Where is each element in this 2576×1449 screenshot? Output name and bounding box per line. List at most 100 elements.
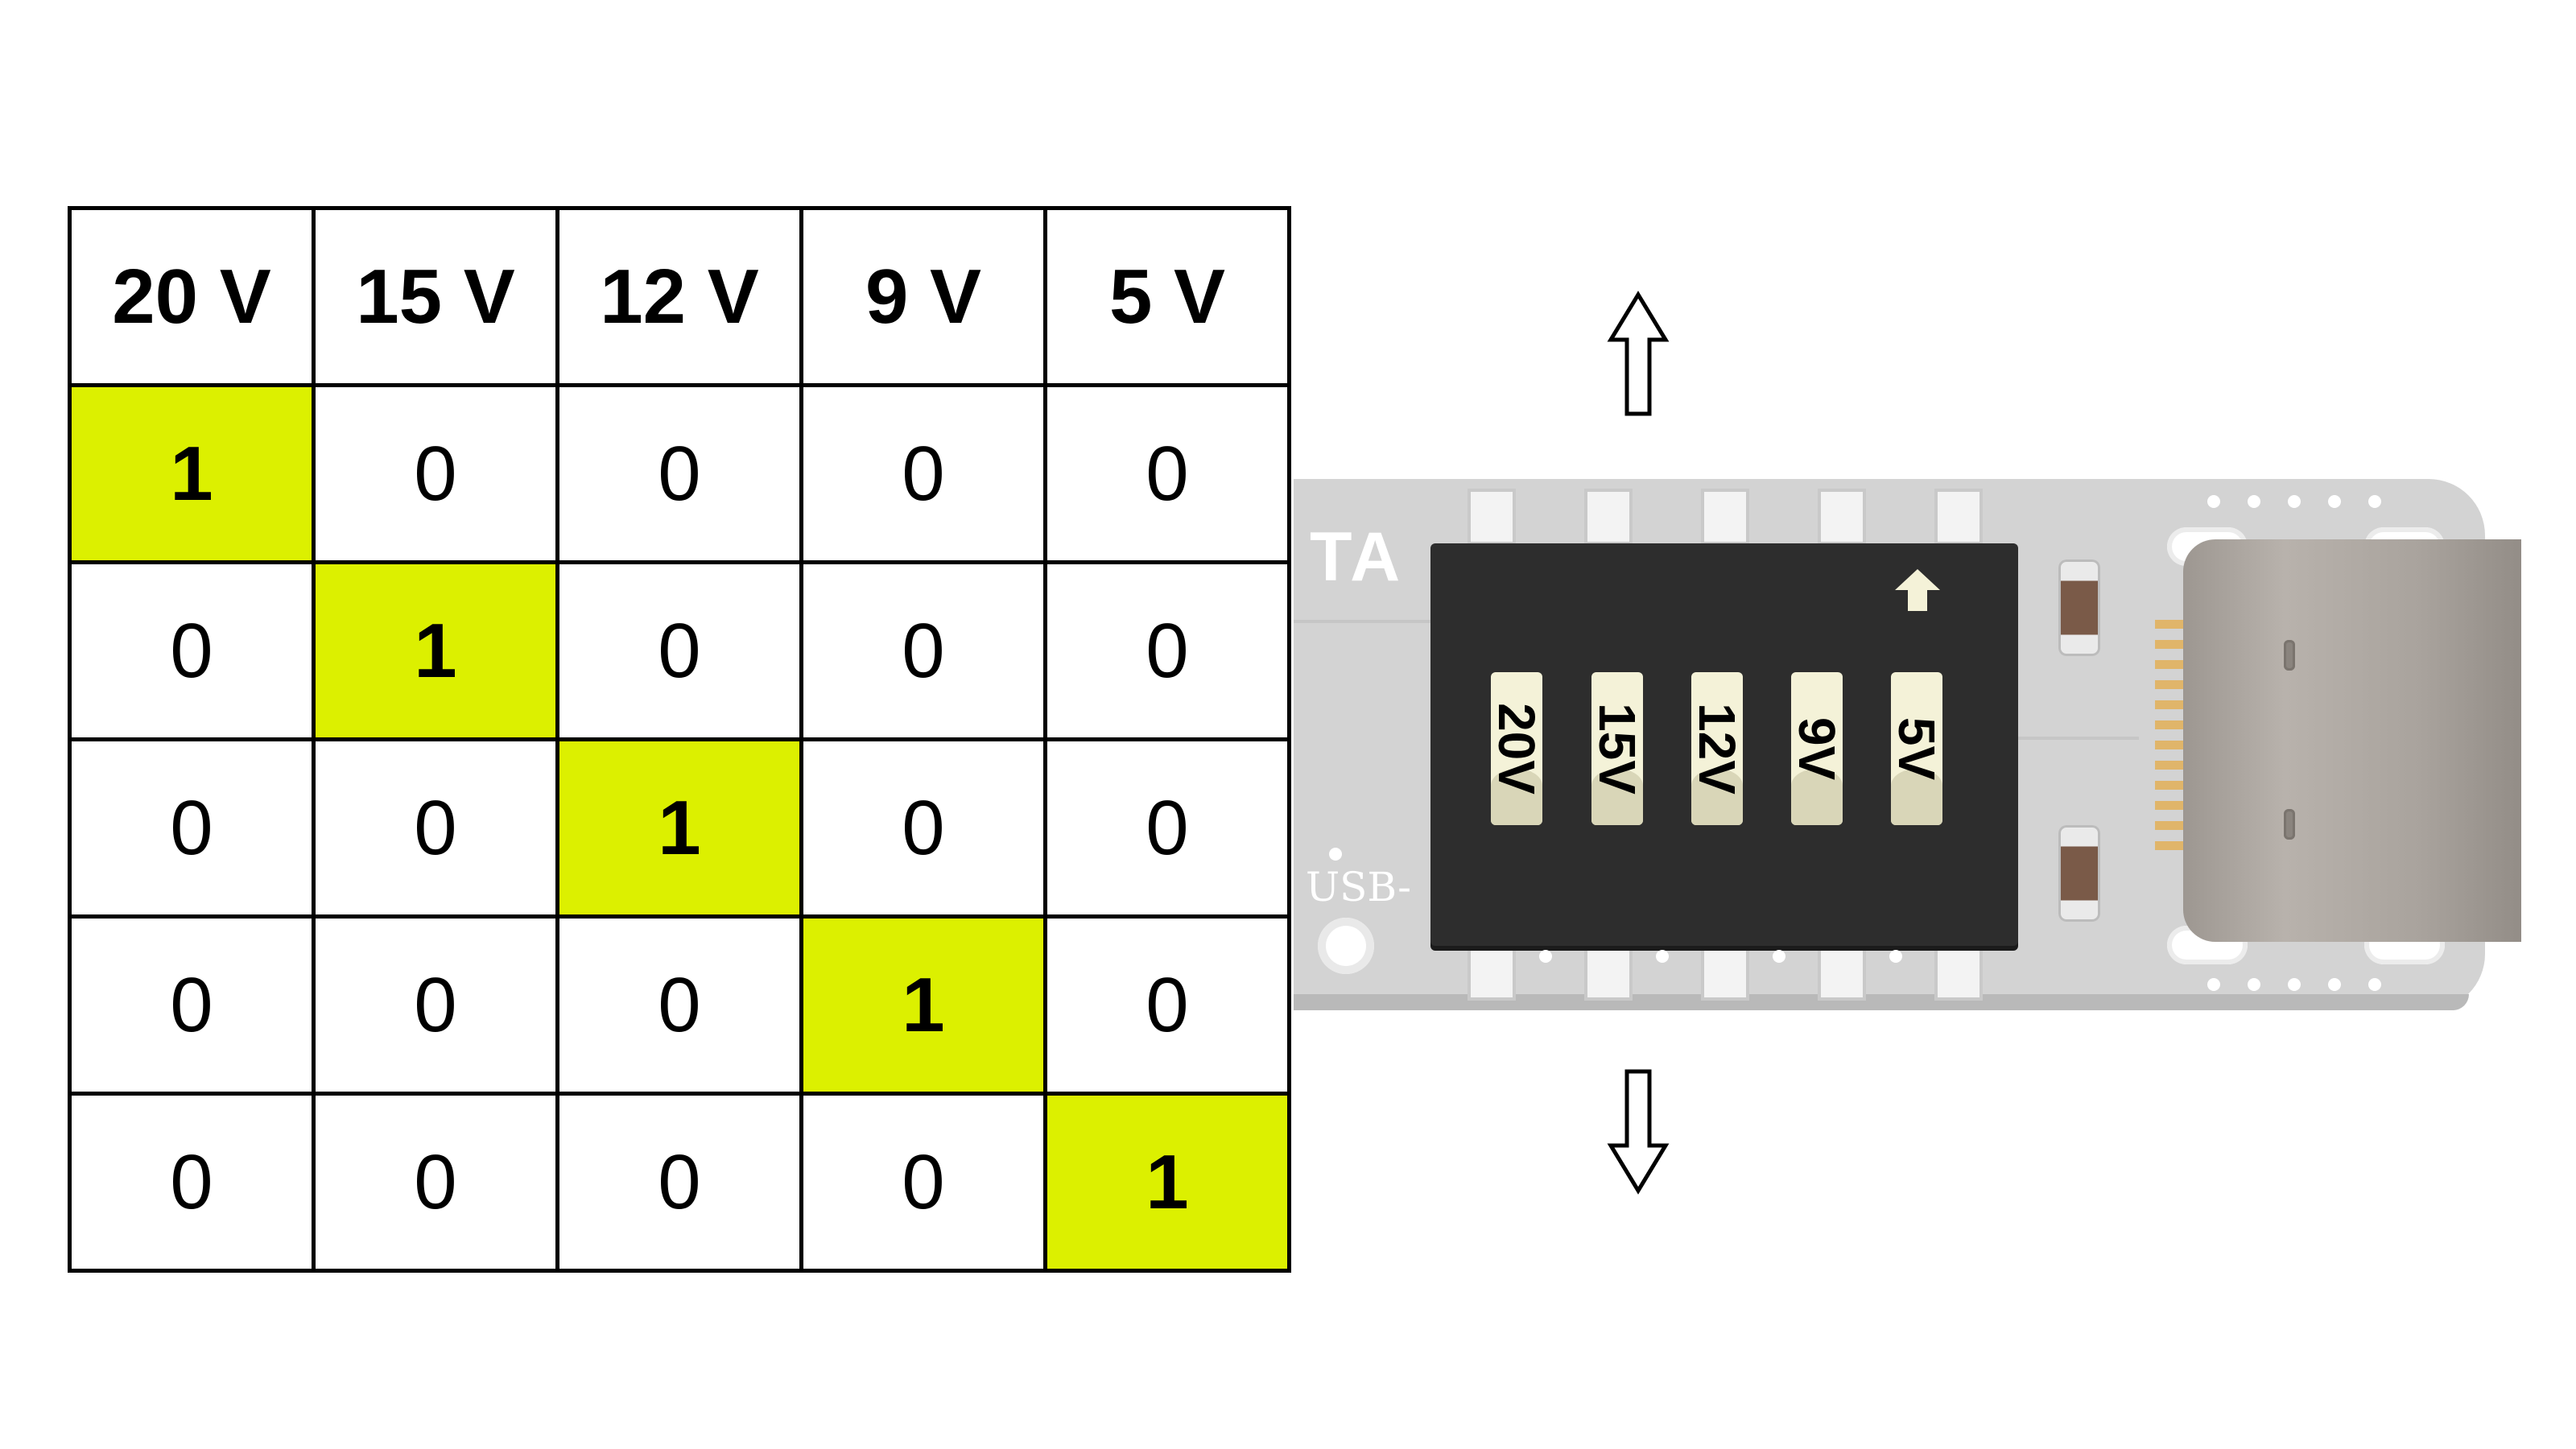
table-cell: 0 [555,560,803,741]
usb-c-pin [2155,700,2195,709]
table-cell: 1 [1043,1092,1291,1273]
via-hole [2248,978,2260,991]
dip-switch-label: 5V [1891,716,1942,781]
switch-shade [1691,769,1743,825]
header-9v: 9 V [799,206,1047,387]
dip-switch: 20V 15V 12V 9V 5V [1430,543,2018,946]
dip-pin [1701,944,1749,1001]
dip-switch-15v[interactable]: 15V [1591,672,1643,825]
dip-pin [1468,489,1516,545]
dip-switch-label: 20V [1491,703,1542,795]
table-header-row: 20 V 15 V 12 V 9 V 5 V [68,206,1291,387]
table-cell: 0 [312,1092,559,1273]
table-cell: 0 [68,1092,316,1273]
switch-shade [1891,769,1942,825]
pcb-trace [1294,620,1430,623]
table-cell: 0 [1043,560,1291,741]
header-15v: 15 V [312,206,559,387]
table-cell: 0 [312,383,559,564]
usb-c-pin [2155,741,2195,749]
usb-c-connector[interactable] [2183,539,2521,942]
usb-c-pin [2155,680,2195,689]
via-hole [2248,495,2260,508]
table-cell: 0 [68,914,316,1096]
table-cell: 0 [799,1092,1047,1273]
up-arrow-icon [1895,569,1940,611]
table-row: 0 0 0 1 0 [68,914,1291,1096]
dip-pin [1584,489,1633,545]
table-row: 1 0 0 0 0 [68,383,1291,564]
via-hole [1773,950,1785,963]
switch-shade [1491,769,1542,825]
usb-c-pin [2155,640,2195,649]
table-row: 0 1 0 0 0 [68,560,1291,741]
via-hole [1656,950,1669,963]
table-cell: 0 [555,383,803,564]
silkscreen-dot [1329,848,1342,861]
via-hole [2207,495,2220,508]
table-cell: 0 [312,914,559,1096]
usb-c-pin [2155,821,2195,830]
table-cell: 0 [799,383,1047,564]
dip-switch-label: 12V [1691,703,1743,795]
voltage-truth-table: 20 V 15 V 12 V 9 V 5 V 1 0 0 0 0 0 1 0 0… [68,206,1291,1273]
dip-pin [1934,944,1983,1001]
via-hole [2207,978,2220,991]
via-hole [1889,950,1902,963]
round-pad [1318,918,1374,974]
usb-c-pin [2155,761,2195,770]
table-cell: 0 [799,737,1047,919]
via-hole [2328,978,2341,991]
usb-c-pin [2155,660,2195,669]
table-row: 0 0 1 0 0 [68,737,1291,919]
table-cell: 1 [555,737,803,919]
switch-shade [1591,769,1643,825]
header-12v: 12 V [555,206,803,387]
usb-c-pin [2155,781,2195,790]
silkscreen-logo: TA [1310,518,1404,596]
dip-switch-20v[interactable]: 20V [1491,672,1542,825]
down-arrow-icon [1607,1069,1670,1195]
table-cell: 0 [1043,383,1291,564]
dip-pin [1818,944,1866,1001]
usb-c-pin [2155,801,2195,810]
via-hole [2368,495,2381,508]
usb-pd-board: TA USB- 20V 15V 12V 9V [1294,479,2521,1010]
dip-pin [1468,944,1516,1001]
connector-hole [2284,809,2295,840]
capacitor [2058,559,2100,656]
up-arrow-icon [1607,291,1670,416]
via-hole [2288,978,2301,991]
via-hole [1539,950,1552,963]
table-cell: 1 [312,560,559,741]
via-hole [2328,495,2341,508]
table-cell: 1 [799,914,1047,1096]
header-5v: 5 V [1043,206,1291,387]
table-cell: 0 [312,737,559,919]
dip-switch-9v[interactable]: 9V [1791,672,1843,825]
dip-switch-label: 15V [1591,703,1643,795]
table-cell: 0 [68,737,316,919]
table-cell: 0 [1043,737,1291,919]
silkscreen-usb-label: USB- [1306,864,1411,910]
connector-hole [2284,640,2295,671]
dip-pin [1934,489,1983,545]
table-cell: 0 [799,560,1047,741]
table-cell: 0 [68,560,316,741]
usb-c-pin [2155,841,2195,850]
usb-c-pin [2155,620,2195,629]
dip-switch-5v[interactable]: 5V [1891,672,1942,825]
pcb-trace [2018,737,2139,740]
switch-shade [1791,769,1843,825]
table-cell: 0 [555,914,803,1096]
via-hole [2288,495,2301,508]
dip-pin [1584,944,1633,1001]
via-hole [2368,978,2381,991]
capacitor [2058,825,2100,922]
dip-switch-12v[interactable]: 12V [1691,672,1743,825]
table-cell: 0 [555,1092,803,1273]
dip-pin [1701,489,1749,545]
header-20v: 20 V [68,206,316,387]
table-row: 0 0 0 0 1 [68,1092,1291,1273]
dip-pin [1818,489,1866,545]
